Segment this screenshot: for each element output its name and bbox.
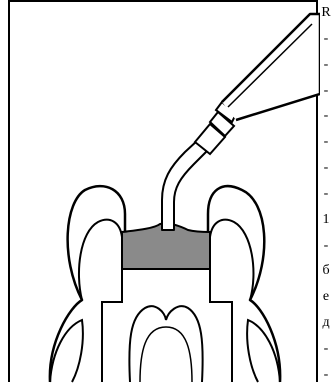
side-letter: д xyxy=(322,315,330,331)
side-letter: - xyxy=(323,56,329,72)
syringe-barrel-edge xyxy=(227,23,313,108)
side-letter: - xyxy=(323,108,329,124)
side-letter: б xyxy=(322,263,330,279)
right-root-tip xyxy=(246,318,281,383)
pulp-chamber xyxy=(128,305,204,383)
side-letter: - xyxy=(323,30,329,46)
side-letter: е xyxy=(322,289,330,305)
filling-material xyxy=(121,222,211,270)
cropped-side-text: R - - - - - - - 1 - б е д - - xyxy=(321,6,331,382)
side-letter: - xyxy=(323,134,329,150)
pulp-inner-line xyxy=(139,326,193,383)
side-letter: R xyxy=(321,5,331,20)
left-tooth-cusp xyxy=(48,184,127,383)
right-tooth-cusp xyxy=(206,184,282,383)
left-root-tip xyxy=(49,318,84,383)
side-letter: - xyxy=(323,82,329,98)
illustration-frame xyxy=(8,0,320,383)
side-letter: - xyxy=(323,237,329,253)
applicator-ring xyxy=(208,110,236,138)
dental-restoration-illustration xyxy=(48,12,320,383)
side-letter: - xyxy=(323,160,329,176)
side-letter: - xyxy=(323,185,329,201)
side-letter: - xyxy=(323,366,329,382)
applicator-needle xyxy=(161,139,209,231)
side-letter: 1 xyxy=(322,211,330,227)
left-inner-wall xyxy=(77,218,123,301)
side-letter: - xyxy=(323,340,329,356)
right-inner-wall xyxy=(209,218,255,301)
